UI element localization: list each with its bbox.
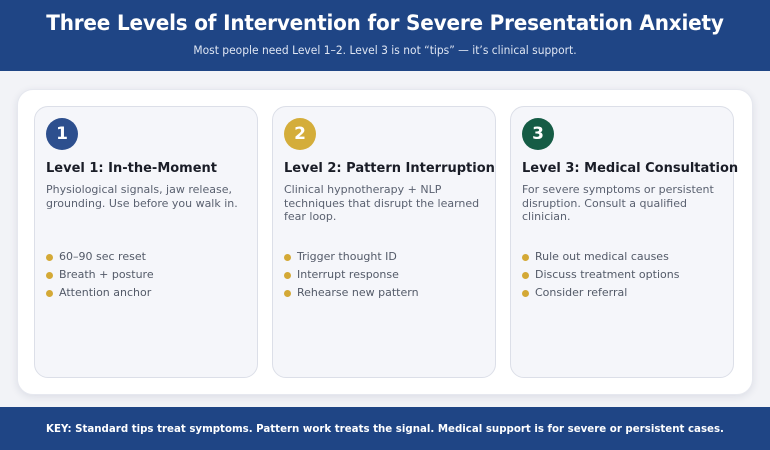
- level-item-list: Trigger thought ID Interrupt response Re…: [284, 248, 419, 302]
- list-item: 60–90 sec reset: [46, 248, 154, 266]
- level-number-badge: 3: [522, 118, 554, 150]
- level-card-1: 1 Level 1: In-the-Moment Physiological s…: [34, 106, 258, 378]
- header-banner: Three Levels of Intervention for Severe …: [0, 0, 770, 71]
- level-number-badge: 1: [46, 118, 78, 150]
- page-subtitle: Most people need Level 1–2. Level 3 is n…: [193, 43, 577, 57]
- level-title: Level 2: Pattern Interruption: [284, 161, 495, 176]
- bullet-dot-icon: [284, 271, 291, 279]
- level-card-2: 2 Level 2: Pattern Interruption Clinical…: [272, 106, 496, 378]
- list-item: Trigger thought ID: [284, 248, 419, 266]
- bullet-dot-icon: [46, 289, 53, 297]
- level-description: For severe symptoms or persistent disrup…: [522, 183, 714, 223]
- key-footer: KEY: Standard tips treat symptoms. Patte…: [0, 407, 770, 450]
- bullet-dot-icon: [46, 253, 53, 261]
- level-number-badge: 2: [284, 118, 316, 150]
- level-description: Clinical hypnotherapy + NLP techniques t…: [284, 183, 480, 223]
- list-item: Interrupt response: [284, 266, 419, 284]
- page-title: Three Levels of Intervention for Severe …: [46, 11, 724, 36]
- level-description: Physiological signals, jaw release, grou…: [46, 183, 238, 210]
- bullet-dot-icon: [284, 289, 291, 297]
- list-item: Consider referral: [522, 284, 679, 302]
- bullet-dot-icon: [522, 253, 529, 261]
- level-title: Level 1: In-the-Moment: [46, 161, 218, 176]
- bullet-dot-icon: [284, 253, 291, 261]
- bullet-dot-icon: [522, 289, 529, 297]
- list-item: Attention anchor: [46, 284, 154, 302]
- key-text: KEY: Standard tips treat symptoms. Patte…: [46, 422, 724, 435]
- bullet-dot-icon: [46, 271, 53, 279]
- list-item: Breath + posture: [46, 266, 154, 284]
- bullet-dot-icon: [522, 271, 529, 279]
- level-title: Level 3: Medical Consultation: [522, 161, 739, 176]
- level-item-list: Rule out medical causes Discuss treatmen…: [522, 248, 679, 302]
- level-card-3: 3 Level 3: Medical Consultation For seve…: [510, 106, 738, 378]
- list-item: Rule out medical causes: [522, 248, 679, 266]
- level-item-list: 60–90 sec reset Breath + posture Attenti…: [46, 248, 154, 302]
- list-item: Discuss treatment options: [522, 266, 679, 284]
- list-item: Rehearse new pattern: [284, 284, 419, 302]
